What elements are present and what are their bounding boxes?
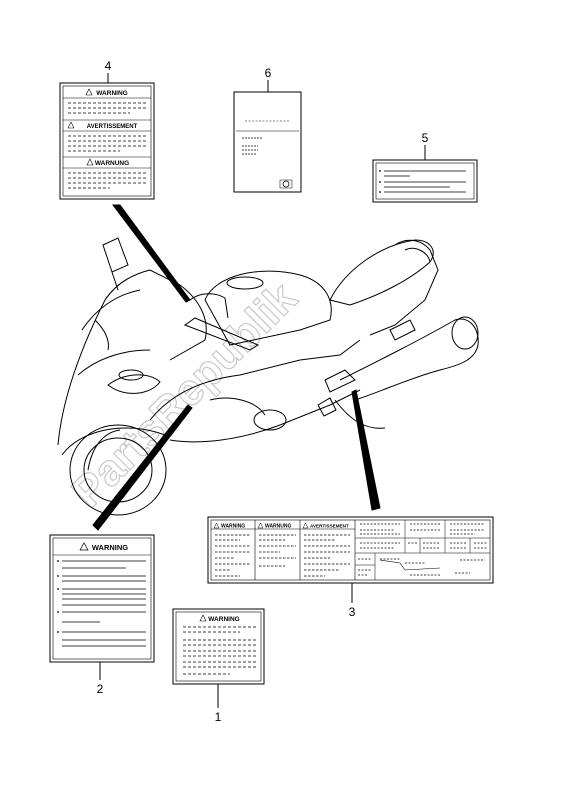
warning-triangle-icon xyxy=(86,158,94,166)
warning-triangle-icon xyxy=(199,614,207,622)
label-1-warning-text: WARNING xyxy=(208,616,239,623)
label-6-manual xyxy=(233,80,302,193)
callout-3: 3 xyxy=(349,605,356,619)
label-3-avertissement-text: AVERTISSEMENT xyxy=(310,524,349,529)
callout-6: 6 xyxy=(265,66,272,80)
warning-triangle-icon xyxy=(67,121,75,129)
callout-2: 2 xyxy=(97,682,104,696)
label-1: WARNING xyxy=(172,608,265,708)
label-3-warnung-text: WARNUNG xyxy=(265,524,291,530)
label-3: WARNING WARNUNG AVERTISSEMENT xyxy=(207,516,494,603)
label-3-warning-text: WARNING xyxy=(221,524,245,530)
label-2: WARNING xyxy=(49,534,155,680)
label-5 xyxy=(372,145,478,203)
warning-triangle-icon xyxy=(302,522,309,529)
callout-1: 1 xyxy=(215,710,222,724)
label-4-avertissement-text: AVERTISSEMENT xyxy=(87,124,138,130)
warning-triangle-icon xyxy=(85,88,93,96)
label-4-warnung-text: WARNUNG xyxy=(95,160,129,167)
label-4-warning-text: WARNING xyxy=(96,90,127,97)
brand-logo-icon xyxy=(282,180,290,188)
pointer-wedges xyxy=(92,204,381,531)
callout-4: 4 xyxy=(105,59,112,73)
label-2-warning-text: WARNING xyxy=(92,543,128,552)
warning-triangle-icon xyxy=(213,522,220,529)
callout-5: 5 xyxy=(422,131,429,145)
label-4: WARNING AVERTISSEMENT WARNUNG xyxy=(59,73,155,200)
warning-triangle-icon xyxy=(257,522,264,529)
warning-triangle-icon xyxy=(79,542,89,551)
